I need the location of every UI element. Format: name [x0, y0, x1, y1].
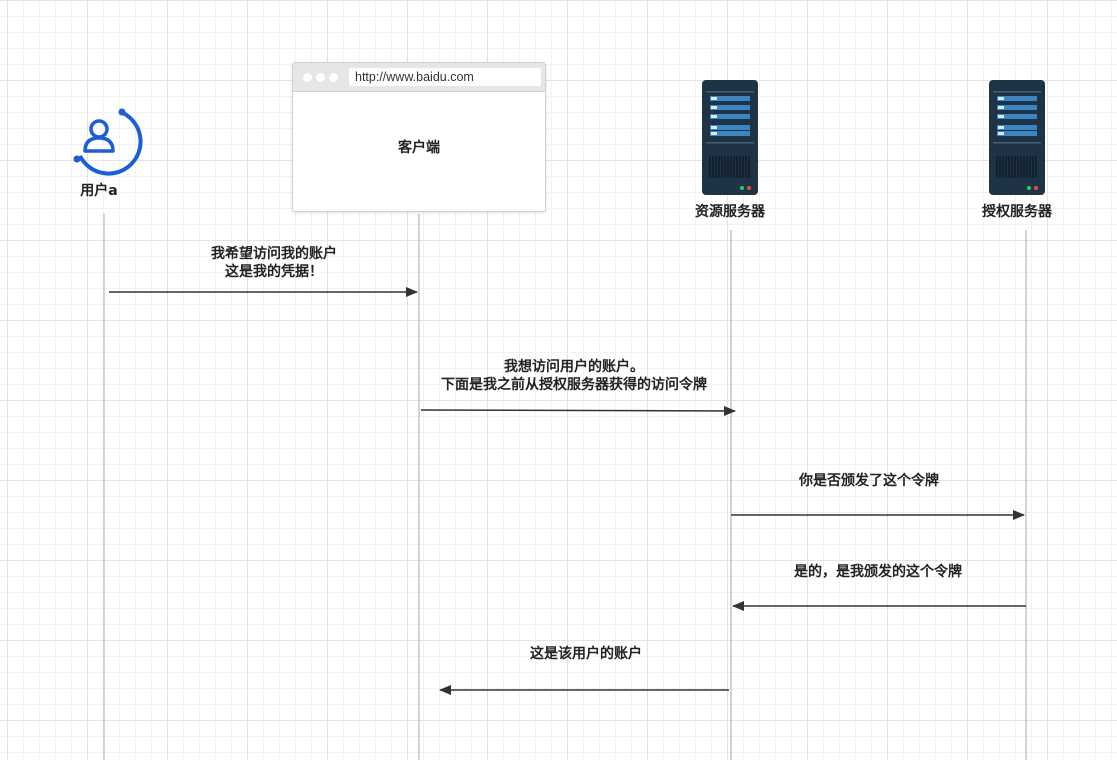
browser-toolbar: http://www.baidu.com: [293, 63, 545, 92]
message-label: 你是否颁发了这个令牌: [799, 473, 939, 489]
server-icon: [702, 80, 758, 195]
actor-label-user: 用户a: [80, 183, 118, 199]
window-dot-icon: [329, 73, 338, 82]
browser-window: http://www.baidu.com 客户端: [292, 62, 546, 212]
message-label: 我想访问用户的账户。 下面是我之前从授权服务器获得的访问令牌: [441, 359, 707, 393]
address-bar[interactable]: http://www.baidu.com: [349, 68, 541, 86]
window-dot-icon: [303, 73, 312, 82]
user-icon: [73, 108, 143, 176]
message-label: 这是该用户的账户: [530, 646, 642, 662]
server-icon: [989, 80, 1045, 195]
client-label: 客户端: [398, 140, 440, 156]
actor-label-resource-server: 资源服务器: [695, 204, 765, 220]
message-arrow: [420, 405, 736, 416]
window-dot-icon: [316, 73, 325, 82]
message-label: 是的，是我颁发的这个令牌: [794, 564, 962, 580]
message-label: 我希望访问我的账户 这是我的凭据！: [211, 246, 337, 280]
actor-label-auth-server: 授权服务器: [982, 204, 1052, 220]
